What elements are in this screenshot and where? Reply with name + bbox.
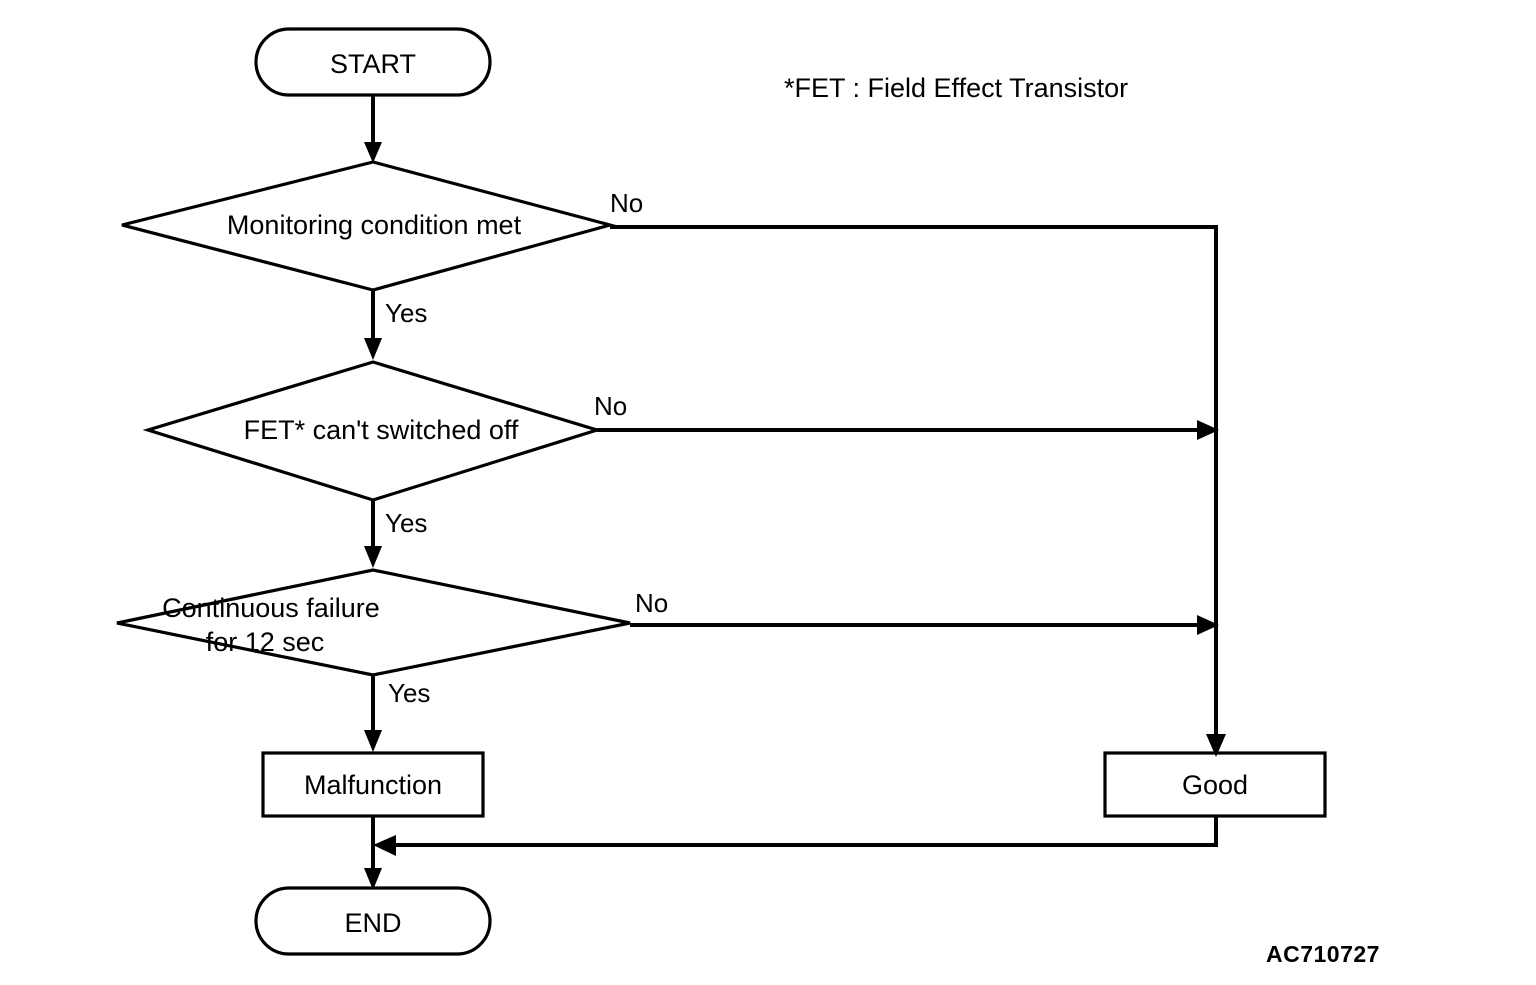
arrow-head-right-icon xyxy=(1197,615,1219,635)
connector-decision2-yes: Yes xyxy=(364,500,427,568)
decision2-label: FET* can't switched off xyxy=(244,415,519,445)
decision3-label-line2: for 12 sec xyxy=(206,627,325,657)
connector-decision2-no: No xyxy=(594,391,1219,440)
start-label: START xyxy=(330,49,416,79)
arrow-head-down-icon xyxy=(1206,734,1226,757)
decision1-label: Monitoring condition met xyxy=(227,210,522,240)
connector-decision3-yes: Yes xyxy=(364,675,430,752)
figure-id-watermark: AC710727 xyxy=(1266,941,1380,967)
connector-malfunction-to-end xyxy=(364,816,382,890)
decision3-yes-label: Yes xyxy=(388,678,430,708)
decision1-no-label: No xyxy=(610,188,643,218)
connector-decision1-yes: Yes xyxy=(364,290,427,360)
decision1-yes-label: Yes xyxy=(385,298,427,328)
connector-start-to-decision1 xyxy=(364,95,382,163)
node-good: Good xyxy=(1103,751,1327,818)
node-decision-continuous-failure: Continuous failure for 12 sec xyxy=(116,568,631,677)
connector-good-to-end-join xyxy=(373,816,1218,856)
arrow-head-down-icon xyxy=(364,546,382,568)
decision3-no-label: No xyxy=(635,588,668,618)
end-shape xyxy=(254,886,492,956)
decision3-label-line1: Continuous failure xyxy=(162,593,380,623)
connector-decision3-no: No xyxy=(630,588,1219,635)
node-decision-fet-switched-off: FET* can't switched off xyxy=(142,360,603,502)
end-label: END xyxy=(344,908,401,938)
node-decision-monitoring-condition: Monitoring condition met xyxy=(121,160,617,292)
decision2-no-label: No xyxy=(594,391,627,421)
good-label: Good xyxy=(1182,770,1248,800)
arrow-head-down-icon xyxy=(364,338,382,360)
node-end: END xyxy=(254,886,492,956)
node-start: START xyxy=(254,27,492,97)
arrow-head-left-icon xyxy=(373,835,396,856)
arrow-head-down-icon xyxy=(364,142,382,163)
node-malfunction: Malfunction xyxy=(261,751,485,818)
arrow-head-down-icon xyxy=(364,868,382,890)
arrow-head-right-icon xyxy=(1197,420,1219,440)
arrow-head-down-icon xyxy=(364,730,382,752)
malfunction-label: Malfunction xyxy=(304,770,442,800)
connector-decision1-no: No xyxy=(610,188,1226,757)
legend-fet-abbreviation: *FET : Field Effect Transistor xyxy=(784,73,1128,103)
decision2-yes-label: Yes xyxy=(385,508,427,538)
